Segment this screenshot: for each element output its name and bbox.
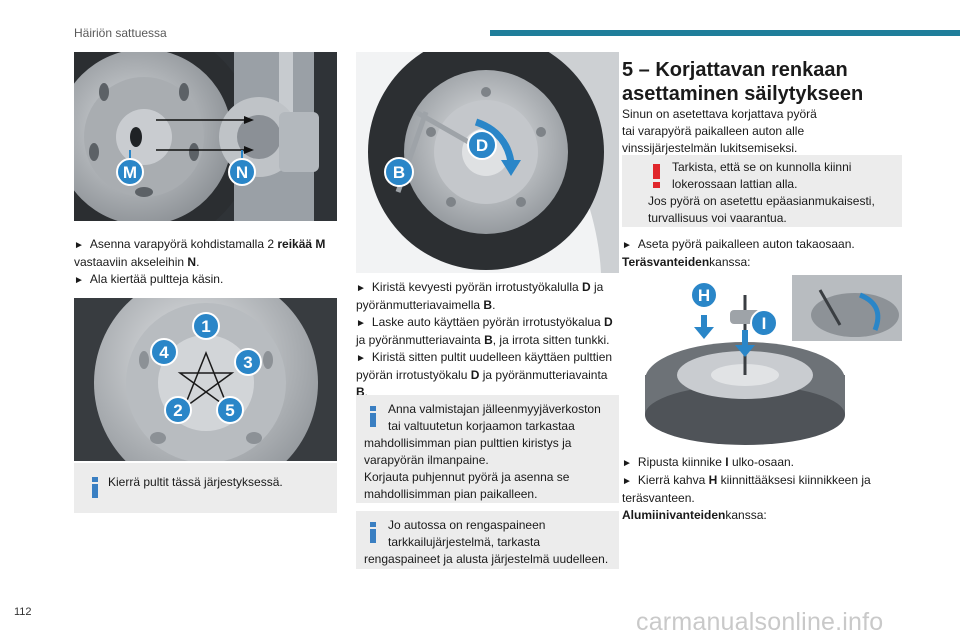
label-bolt-5: 5 [225,401,234,420]
label-d: D [476,136,488,155]
figure-bolt-order: 1 2 3 4 5 [74,298,337,461]
arrow-icon: ► [74,240,84,251]
col3-steel-intro: ►Aseta pyörä paikalleen auton takaosaan.… [622,237,855,269]
arrow-icon: ► [622,476,632,487]
arrow-icon: ► [622,458,632,469]
header-accent-bar [490,30,960,36]
label-bolt-4: 4 [159,343,169,362]
arrow-icon: ► [356,353,366,364]
figure-wheel-mount: M N [74,52,337,221]
col3-steel-steps: ►Ripusta kiinnike I ulko-osaan. ►Kierrä … [622,455,871,522]
label-bolt-3: 3 [243,353,252,372]
figure-spare-wheel-winch: H I [640,275,902,447]
col2-instructions: ►Kiristä kevyesti pyörän irrotustyökalul… [356,280,613,399]
label-n: N [236,163,248,182]
label-h: H [698,286,710,305]
info-icon [366,406,380,427]
arrow-icon: ► [356,283,366,294]
page-number: 112 [14,606,32,618]
info-icon [366,522,380,543]
col1-paragraph-1: ►Asenna varapyörä kohdistamalla 2 reikää… [74,237,326,286]
arrow-icon: ► [356,318,366,329]
note-bolt-order: Kierrä pultit tässä järjestyksessä. [74,463,337,513]
watermark: carmanualsonline.info [636,608,884,636]
label-b: B [393,163,405,182]
arrow-icon: ► [74,275,84,286]
label-bolt-2: 2 [173,401,182,420]
label-bolt-1: 1 [201,317,210,336]
section-heading: 5 – Korjattavan renkaan asettaminen säil… [622,59,864,105]
label-m: M [123,163,137,182]
warning-icon [652,164,662,188]
figure-wheel-tools: D B [356,52,619,273]
label-i: I [762,314,767,333]
note-dealer-check: Anna valmistajan jälleenmyyjäverkoston t… [356,395,619,503]
warning-secure-wheel: Tarkista, että se on kunnolla kiinni lok… [622,155,902,227]
info-icon [88,477,102,498]
arrow-icon: ► [622,240,632,251]
note-tyre-pressure: Jo autossa on rengaspaineen tarkkailujär… [356,511,619,569]
section-title: Häiriön sattuessa [74,26,167,40]
col3-intro: Sinun on asetettava korjattava pyörä tai… [622,107,817,155]
